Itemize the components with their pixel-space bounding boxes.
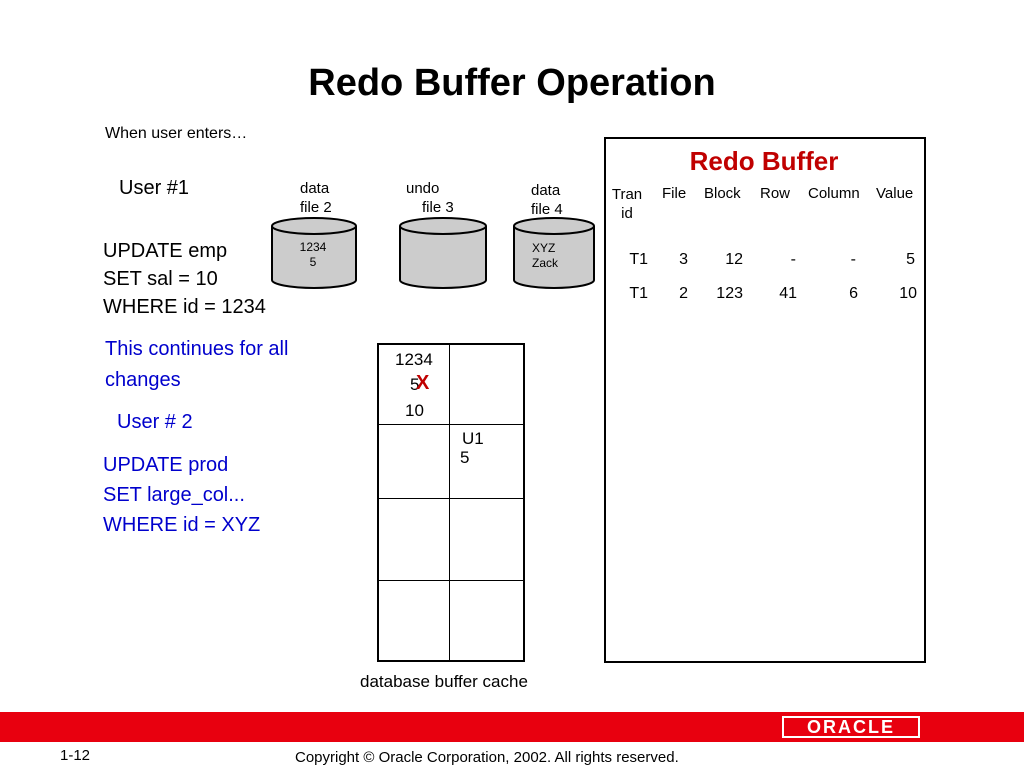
continues-line1: This continues for all [105, 338, 289, 360]
oracle-logo: ORACLE [782, 716, 920, 738]
user2-sql: UPDATE prod SET large_col... WHERE id = … [103, 450, 260, 540]
cylinder-label-line: data [300, 180, 330, 197]
cylinder-undofile3-icon [399, 217, 487, 289]
user1-sql-line3: WHERE id = 1234 [103, 296, 266, 318]
cylinder-label-datafile2: data file 2 [300, 179, 332, 217]
redo-row1-value: 5 [906, 251, 915, 268]
strike-x-icon: X [416, 372, 430, 394]
user1-sql-line2: SET sal = 10 [103, 268, 218, 290]
redo-row1-tran: T1 [629, 251, 648, 268]
cache-cell1-old: 5 [410, 375, 420, 394]
redo-row1-block: 12 [725, 251, 743, 268]
redo-row2-tran: T1 [629, 285, 648, 302]
redo-header-value: Value [876, 185, 914, 202]
continues-note: This continues for all changes [105, 334, 288, 396]
cache-cell1-top: 1234 [395, 350, 433, 369]
header-tran-line: Tran [611, 186, 643, 203]
cylinder-label-undofile3: undo file 3 [406, 179, 454, 217]
redo-row1-column: - [850, 251, 856, 268]
cylinder-content-line: 5 [309, 255, 317, 269]
copyright-text: Copyright © Oracle Corporation, 2002. Al… [295, 749, 679, 766]
grid-divider [379, 580, 525, 581]
cylinder-label-line: file 3 [422, 199, 454, 216]
continues-line2: changes [105, 369, 181, 391]
redo-row1-file: 3 [679, 251, 688, 268]
grid-divider [379, 498, 525, 499]
user1-label: User #1 [119, 177, 190, 199]
redo-header-file: File [662, 185, 687, 202]
redo-row2-file: 2 [679, 285, 688, 302]
redo-row2-column: 6 [849, 285, 858, 302]
redo-buffer-title: Redo Buffer [689, 146, 839, 176]
redo-header-row: Row [760, 185, 791, 202]
redo-row2-row: 41 [779, 285, 797, 302]
redo-row2-value: 10 [899, 285, 917, 302]
user2-sql-line3: WHERE id = XYZ [103, 514, 261, 536]
cylinder-content-line: Zack [532, 256, 559, 270]
slide-title: Redo Buffer Operation [308, 62, 716, 104]
grid-divider [449, 345, 450, 662]
cylinder-label-line: file 2 [300, 199, 332, 216]
cylinder-label-line: data [531, 182, 561, 199]
redo-buffer-box [604, 137, 926, 663]
cache-cell1-new: 10 [405, 401, 424, 420]
user2-label: User # 2 [117, 411, 193, 433]
cylinder-datafile2-content: 1234 5 [296, 240, 330, 270]
cylinder-label-datafile4: data file 4 [531, 181, 563, 219]
cache-cell2-val: 5 [460, 448, 470, 467]
user1-sql-line1: UPDATE emp [103, 240, 228, 262]
user2-sql-line2: SET large_col... [103, 484, 245, 506]
cache-cell2-top: U1 [462, 429, 484, 448]
page-number: 1-12 [60, 747, 91, 764]
redo-header-block: Block [704, 185, 741, 202]
grid-divider [379, 424, 525, 425]
redo-header-column: Column [808, 185, 860, 202]
cylinder-datafile4-icon [513, 217, 595, 289]
cylinder-datafile4-content: XYZ Zack [532, 241, 558, 271]
cylinder-datafile2-icon [271, 217, 357, 289]
redo-row1-row: - [790, 251, 796, 268]
cylinder-label-line: undo [406, 180, 440, 197]
buffer-cache-grid [377, 343, 525, 662]
cylinder-content-line: 1234 [299, 240, 327, 254]
redo-header-tran: Tran id [610, 185, 644, 223]
user2-sql-line1: UPDATE prod [103, 454, 229, 476]
redo-row2-block: 123 [716, 285, 743, 302]
cylinder-label-line: file 4 [531, 201, 563, 218]
intro-text: When user enters… [105, 125, 248, 142]
header-tran-line: id [621, 205, 633, 222]
user1-sql: UPDATE emp SET sal = 10 WHERE id = 1234 [103, 237, 266, 321]
cylinder-content-line: XYZ [532, 241, 556, 255]
buffer-cache-caption: database buffer cache [360, 672, 528, 691]
